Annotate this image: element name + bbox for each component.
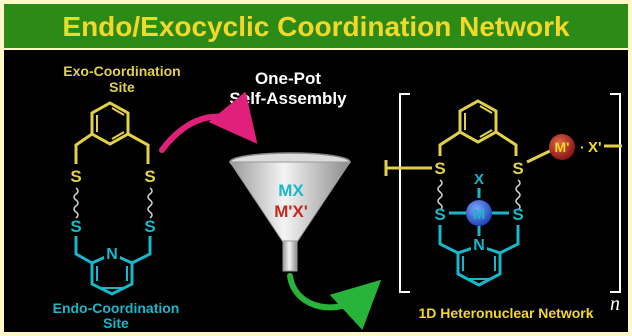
network-sulfur-endo-left: S: [434, 205, 445, 224]
page-title: Endo/Exocyclic Coordination Network: [62, 11, 570, 42]
network-nitrogen-knockout: [471, 236, 487, 252]
network-benzene-double-bond: [479, 105, 493, 114]
onepot-label-line2: Self-Assembly: [229, 89, 347, 108]
endo-site-label-line1: Endo-Coordination: [53, 300, 180, 316]
benzene-double-bond: [111, 107, 125, 116]
self-assembly-step: One-Pot Self-Assembly MX M'X': [159, 69, 382, 330]
right-ch2-bond: [127, 132, 150, 164]
network-benzene-ring: [458, 99, 498, 144]
sulfur-atom-exo-left: S: [70, 167, 81, 186]
endo-site-label-line2: Site: [103, 315, 129, 331]
funnel-reagent-mx: MX: [278, 181, 304, 200]
header-band: [4, 4, 628, 48]
left-bracket: [399, 93, 410, 293]
exo-metal-mprime: [549, 134, 575, 160]
magenta-arrow: [159, 91, 258, 153]
network-repeat-unit: n S S M' · X' S S X M: [384, 93, 622, 321]
exo-metal-bond: [526, 148, 553, 164]
sulfur-atom-endo-right: S: [144, 217, 155, 236]
network-left-ch2-bond: [438, 130, 461, 156]
exo-site-label-line1: Exo-Coordination: [63, 63, 180, 79]
network-pyridine-ring: [456, 244, 502, 287]
left-ch2-bond: [74, 132, 93, 164]
network-right-endo-ch2: [499, 225, 520, 255]
left-endo-ch2-bond: [74, 236, 93, 265]
endo-metal-m: [466, 200, 492, 226]
benzene-double-bond: [111, 131, 125, 140]
network-alkyl-chain-right: [515, 179, 521, 211]
network-alkyl-chain-left: [437, 179, 443, 211]
endo-anion-x: X: [474, 171, 484, 188]
mprime-xprime-dot: ·: [580, 139, 585, 155]
alkyl-chain-left: [73, 187, 79, 219]
network-left-endo-ch2: [438, 225, 459, 255]
green-arrow: [287, 273, 382, 330]
pyridine-ring: [90, 252, 134, 296]
endo-metal-m-label: M: [473, 206, 486, 223]
network-sulfur-exo-left: S: [434, 159, 445, 178]
repeat-subscript-n: n: [610, 293, 620, 315]
onepot-label-line1: One-Pot: [255, 69, 321, 88]
exo-metal-mprime-label: M': [555, 139, 570, 155]
funnel-stem: [282, 240, 298, 272]
network-right-ch2-bond: [495, 130, 518, 156]
network-sulfur-exo-right: S: [512, 159, 523, 178]
sulfur-atom-endo-left: S: [70, 217, 81, 236]
network-benzene-double-bond: [479, 129, 493, 138]
network-sulfur-endo-right: S: [512, 205, 523, 224]
exo-anion-xprime: X': [588, 139, 602, 156]
funnel-reagent-mpxp: M'X': [274, 202, 308, 221]
nitrogen-knockout: [104, 244, 120, 260]
right-endo-ch2-bond: [131, 236, 152, 265]
network-caption: 1D Heteronuclear Network: [418, 305, 593, 321]
nitrogen-atom-ligand: N: [106, 246, 118, 263]
alkyl-chain-right: [147, 187, 153, 219]
ligand-structure: Exo-Coordination Site S S S S N Endo-Coo…: [53, 63, 181, 331]
sulfur-atom-exo-right: S: [144, 167, 155, 186]
benzene-ring: [90, 101, 130, 146]
network-nitrogen-atom: N: [473, 237, 485, 254]
right-bracket: [610, 93, 621, 293]
exo-site-label-line2: Site: [109, 79, 135, 95]
